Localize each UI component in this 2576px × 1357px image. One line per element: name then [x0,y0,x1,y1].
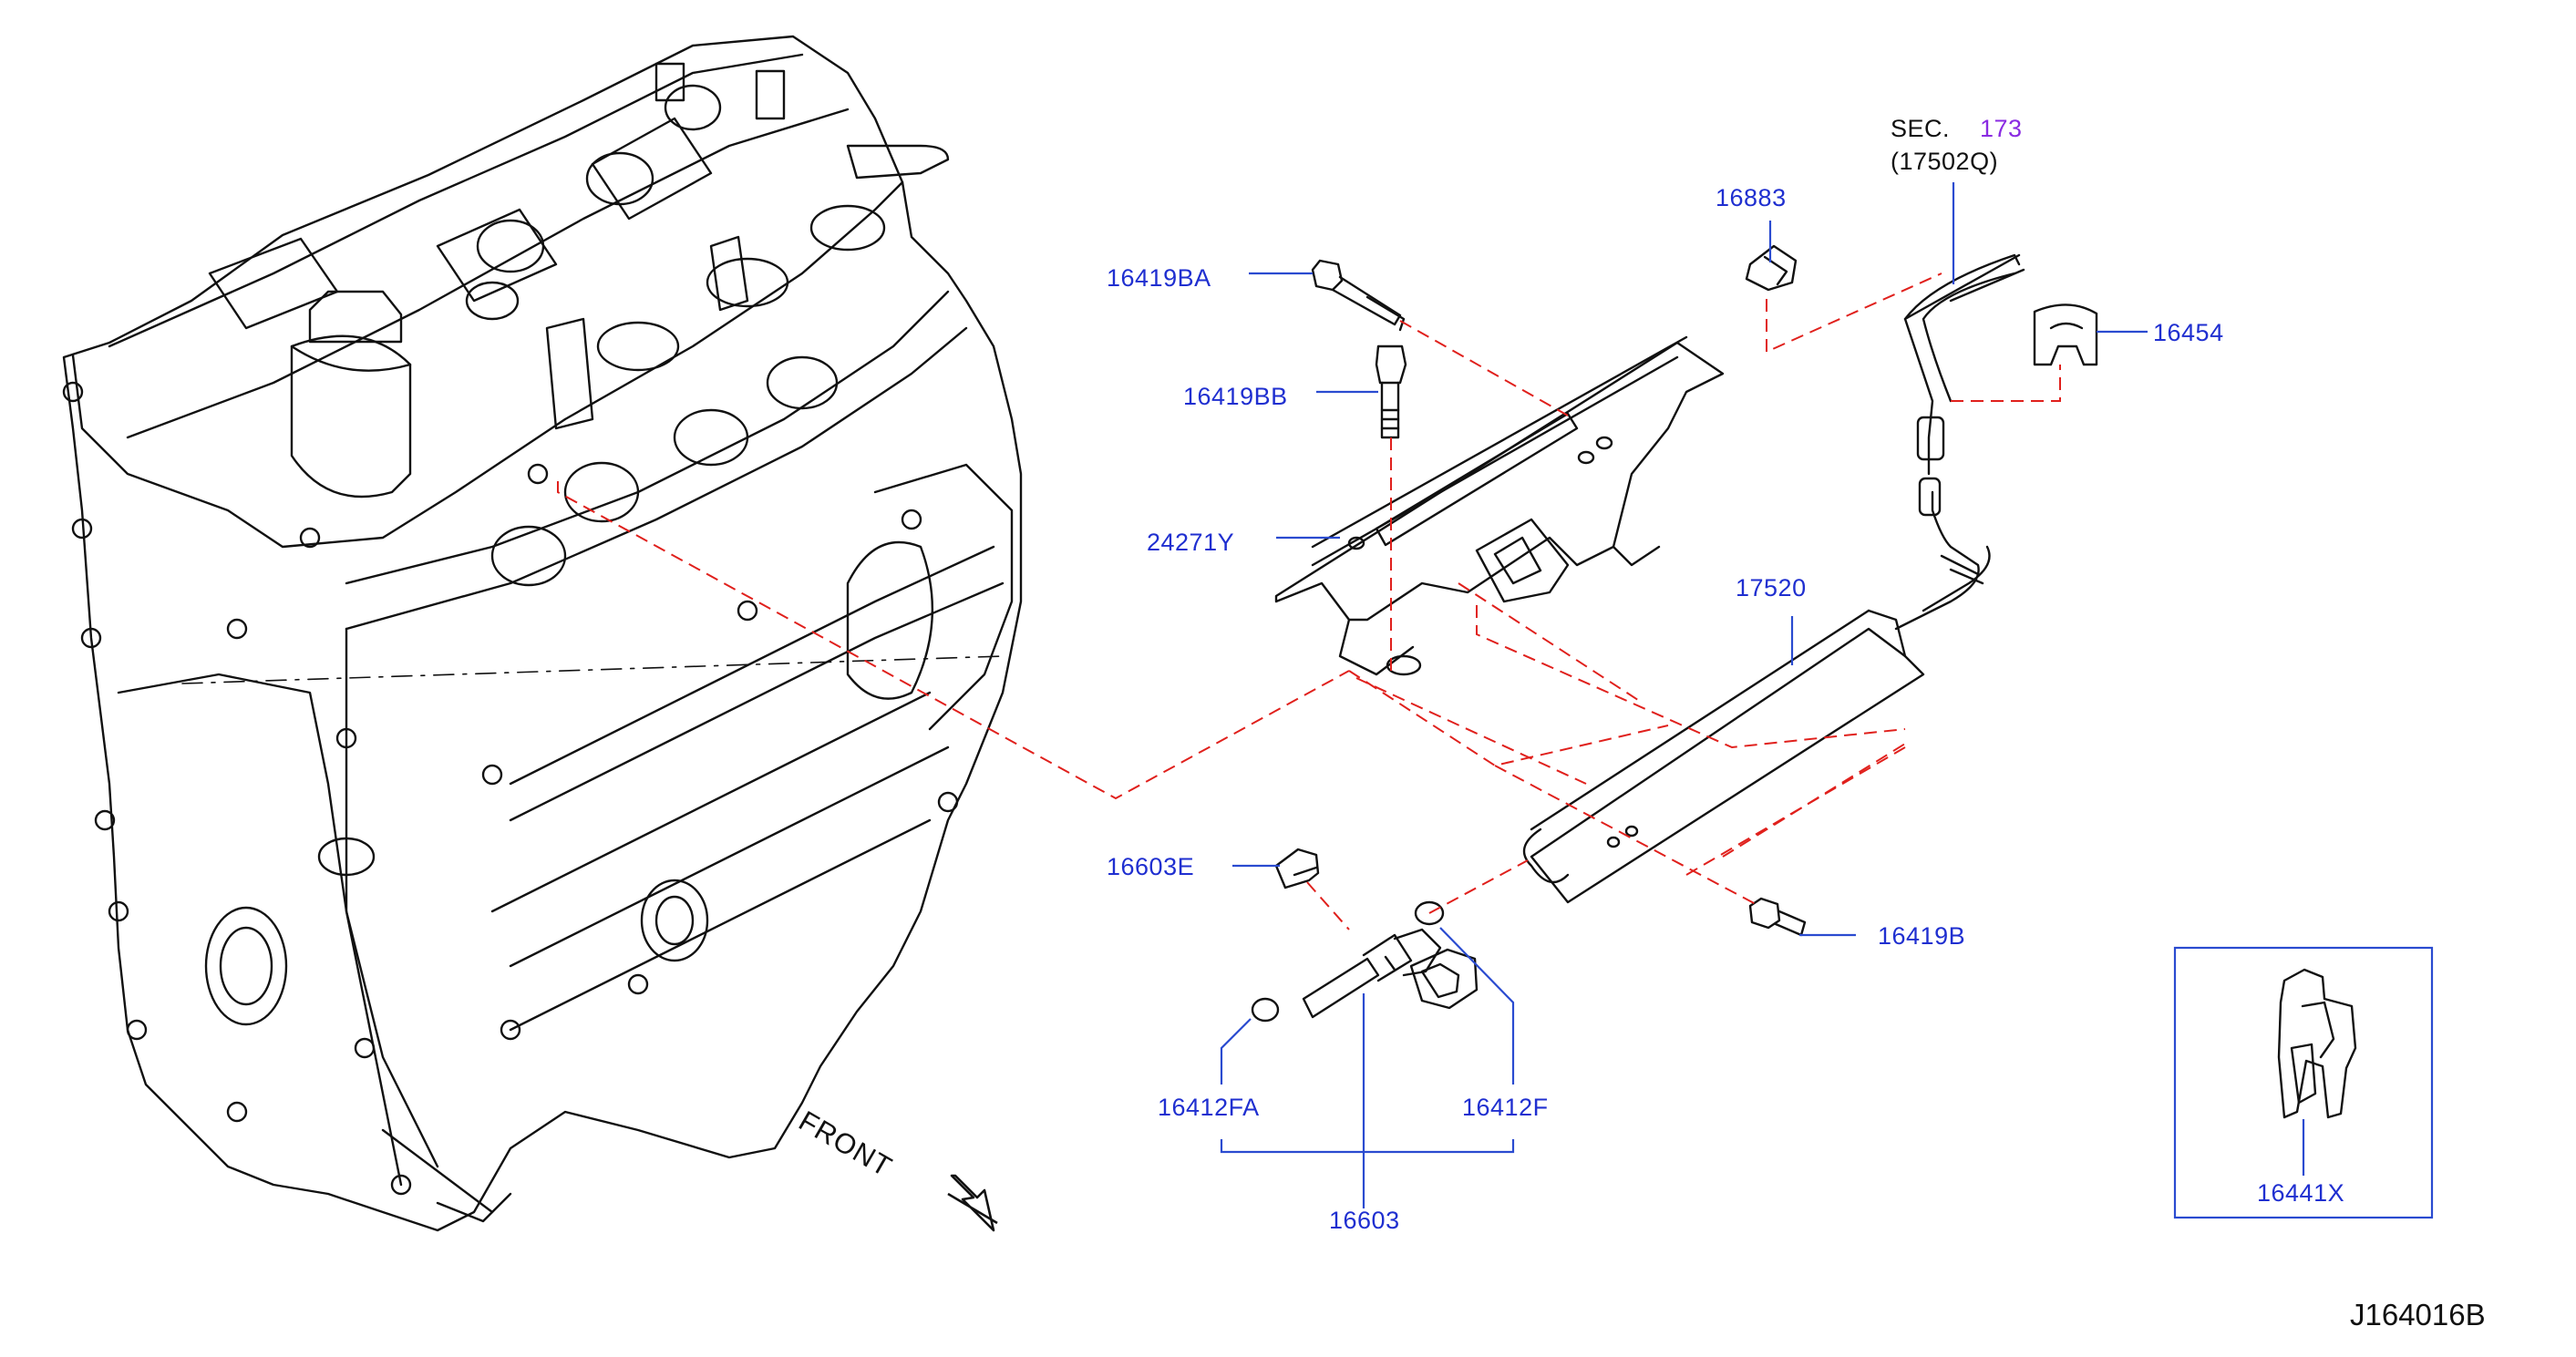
label-16603E: 16603E [1107,853,1195,880]
leader-lines [1220,182,2305,1208]
inset-16441X [2173,946,2434,1219]
fuel-rail [1522,244,2098,904]
label-17520: 17520 [1736,574,1807,601]
label-16454: 16454 [2153,319,2224,346]
section-ref-sub: (17502Q) [1891,148,1999,175]
label-24271Y: 24271Y [1147,529,1235,556]
label-16412FA: 16412FA [1158,1094,1260,1121]
fuel-rail-bracket [1274,335,1725,676]
bolts [1311,259,1807,937]
drawing-code: J164016B [2350,1298,2486,1331]
label-16419BB: 16419BB [1183,383,1288,410]
section-ref-number: 173 [1980,115,2023,142]
front-arrow-icon [947,1174,998,1232]
label-16419B: 16419B [1878,922,1966,950]
injector-assembly [1251,848,1479,1023]
label-16441X: 16441X [2257,1179,2345,1207]
label-16603: 16603 [1329,1207,1400,1234]
section-ref-prefix: SEC. [1891,115,1951,142]
inset-frame [2173,946,2434,1219]
label-16883: 16883 [1716,184,1787,211]
clip-16441X [2277,968,2357,1119]
engine-illustration [62,35,1023,1232]
label-16412F: 16412F [1462,1094,1549,1121]
alignment-lines [557,272,2061,930]
label-16419BA: 16419BA [1107,264,1211,292]
